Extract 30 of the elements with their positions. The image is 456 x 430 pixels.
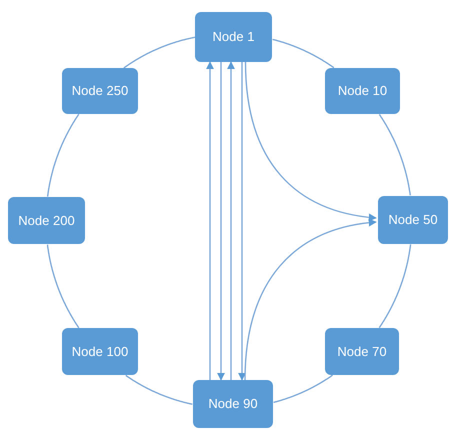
node-label: Node 70 <box>337 342 387 361</box>
node-label: Node 250 <box>72 82 128 100</box>
node-box <box>62 328 138 375</box>
ring-arc <box>272 38 334 68</box>
arrow <box>244 62 377 222</box>
node-label: Node 90 <box>208 395 258 414</box>
arrow <box>206 61 214 380</box>
node-box <box>195 12 272 62</box>
arrow <box>238 62 246 381</box>
node-box <box>378 196 448 244</box>
node-label: Node 100 <box>72 342 128 361</box>
arrow <box>227 61 235 380</box>
node-box <box>193 380 273 428</box>
node-label: Node 200 <box>18 212 75 230</box>
ring-arc <box>125 374 193 405</box>
arrow <box>217 62 225 381</box>
ring-arc <box>378 114 411 196</box>
ring-arc <box>46 244 80 328</box>
node-label: Node 1 <box>212 28 254 46</box>
node-box <box>62 68 138 114</box>
ring-arc <box>123 36 196 69</box>
node-label: Node 50 <box>388 211 438 230</box>
node-box <box>325 328 399 375</box>
ring-arc <box>378 244 412 328</box>
node-box <box>8 197 85 244</box>
node-label: Node 10 <box>338 82 388 100</box>
arrow <box>244 218 377 380</box>
ring-arc <box>46 114 80 197</box>
ring-arc <box>273 374 333 404</box>
node-box <box>325 68 400 114</box>
